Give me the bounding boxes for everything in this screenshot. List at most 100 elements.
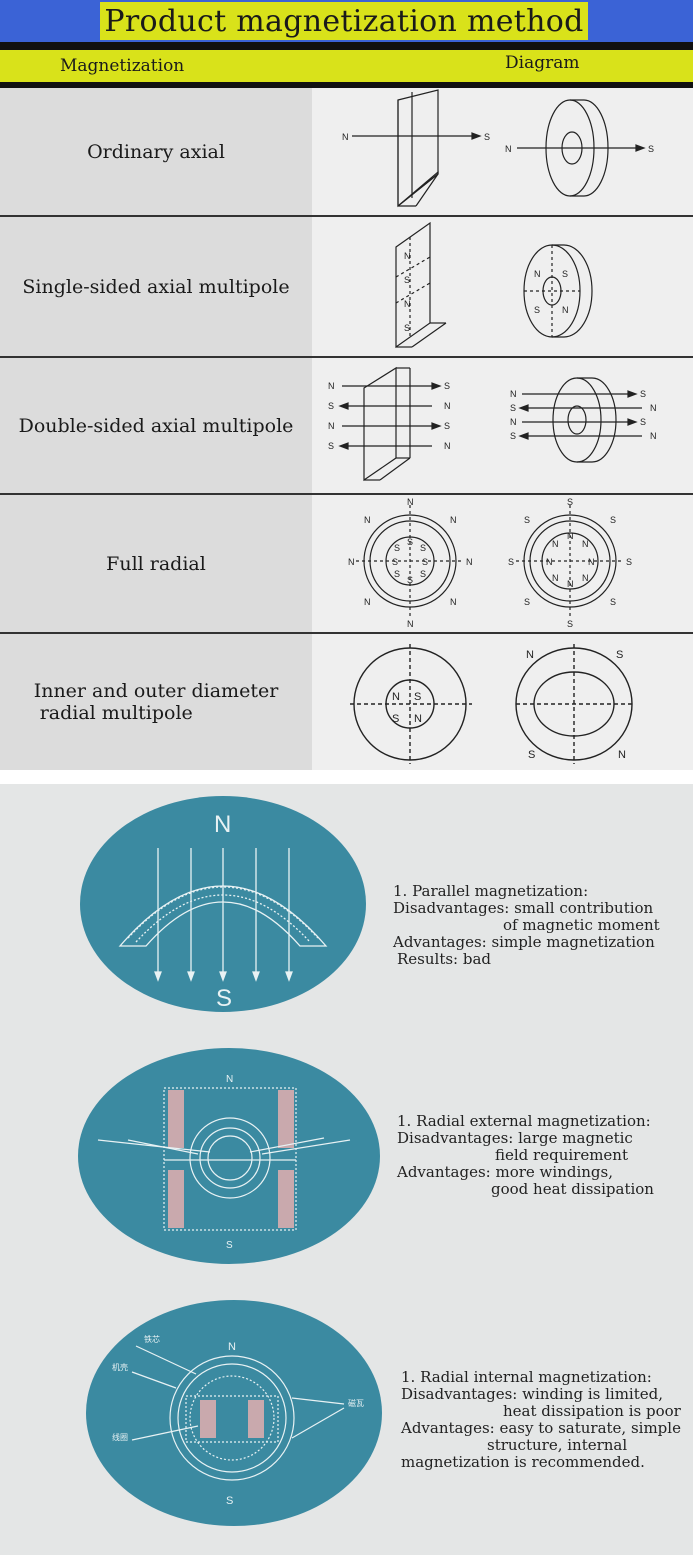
pole-label: N — [407, 619, 414, 629]
section-disadvantages-cont: heat dissipation is poor — [503, 1402, 681, 1420]
table-row: Double-sided axial multipole N S N S S — [0, 358, 693, 494]
radial-external-figure: N S — [78, 1048, 380, 1264]
section-results: Results: bad — [397, 950, 492, 968]
pole-label: S — [444, 381, 450, 391]
pole-label: N — [582, 539, 589, 549]
section-heading: 1. Radial external magnetization: — [397, 1112, 651, 1130]
row-label-cell: Ordinary axial — [0, 88, 312, 216]
pole-label: S — [510, 431, 516, 441]
pole-label: S — [392, 557, 398, 567]
pole-label: S — [626, 557, 632, 567]
pole-label: S — [640, 389, 646, 399]
parallel-magnetization-text: 1. Parallel magnetization: Disadvantages… — [393, 866, 660, 968]
pole-label: N — [650, 403, 657, 413]
radial-internal-figure: N S 铁芯 机壳 磁瓦 线圈 — [86, 1300, 382, 1526]
pole-label: S — [394, 569, 400, 579]
table-row: Inner and outer diameter radial multipol… — [0, 634, 693, 770]
pole-label: N — [342, 132, 349, 142]
section-disadvantages: Disadvantages: large magnetic — [397, 1129, 633, 1147]
diagram-inner-outer-svg: N S S N N S S N — [350, 644, 634, 764]
row-label-cell: Inner and outer diameter radial multipol… — [0, 634, 312, 770]
pole-label: N — [226, 1074, 233, 1085]
pole-label: S — [528, 749, 535, 761]
label-coil: 线圈 — [112, 1432, 128, 1442]
pole-label: S — [328, 441, 334, 451]
pole-label: S — [404, 323, 410, 333]
pole-label: S — [508, 557, 514, 567]
magnetization-table: Ordinary axial N S N — [0, 88, 693, 770]
pole-label: S — [648, 144, 654, 154]
radial-external-svg: N S — [97, 1074, 351, 1251]
diagram-full-radial-svg: N N N N N N N N S S S S S S S S — [348, 497, 632, 629]
pole-label: S — [404, 275, 410, 285]
section-heading: 1. Radial internal magnetization: — [401, 1368, 652, 1386]
parallel-magnetization-figure: N S — [80, 796, 366, 1012]
pole-label: S — [562, 269, 568, 279]
pole-label: S — [567, 497, 573, 507]
pole-label: N — [450, 515, 457, 525]
radial-internal-text: 1. Radial internal magnetization: Disadv… — [401, 1352, 681, 1471]
pole-label: S — [226, 1495, 233, 1507]
pole-label: N — [466, 557, 473, 567]
magnetization-methods-section: N S 1. Parallel magnetization: Disadvant… — [0, 770, 693, 1555]
section-advantages: Advantages: simple magnetization — [393, 933, 655, 951]
pole-label: N — [348, 557, 355, 567]
diagram-ordinary-axial: N S N S — [312, 88, 693, 216]
radial-internal-svg: N S 铁芯 机壳 磁瓦 线圈 — [112, 1334, 364, 1507]
pole-label: S — [524, 597, 530, 607]
row-label: Ordinary axial — [87, 141, 225, 163]
divider — [0, 82, 693, 88]
pole-label: N — [404, 299, 411, 309]
pole-label: N — [650, 431, 657, 441]
pole-label: N — [414, 713, 422, 725]
pole-label: S — [407, 537, 413, 547]
pole-label: S — [407, 575, 413, 585]
diagram-double-sided-axial: N S N S S N S N N S N S S — [312, 358, 693, 494]
page-title: Product magnetization method — [104, 3, 584, 39]
pole-label: N — [546, 557, 553, 567]
label-magnet: 磁瓦 — [348, 1398, 364, 1408]
row-label-cell: Double-sided axial multipole — [0, 358, 312, 494]
pole-label: S — [414, 691, 421, 703]
pole-label: S — [444, 421, 450, 431]
row-label-cell: Single-sided axial multipole — [0, 217, 312, 357]
table-row: Single-sided axial multipole N S N S — [0, 217, 693, 357]
pole-label: N — [392, 691, 400, 703]
pole-label: N — [505, 144, 512, 154]
pole-label: S — [534, 305, 540, 315]
title-box: Product magnetization method — [100, 2, 588, 40]
diagram-ordinary-axial-svg: N S N S — [342, 89, 654, 208]
row-label: Inner and outer diameter radial multipol… — [34, 680, 279, 724]
diagram-single-sided-axial: N S N S N S S N — [312, 217, 693, 357]
pole-label: N — [328, 381, 335, 391]
pole-label: S — [484, 132, 490, 142]
pole-label: N — [552, 539, 559, 549]
pole-label: N — [534, 269, 541, 279]
diagram-inner-outer-radial: N S S N N S S N — [312, 634, 693, 770]
pole-label: N — [228, 1341, 236, 1353]
section-advantages-cont2: magnetization is recommended. — [401, 1453, 645, 1471]
section-disadvantages: Disadvantages: small contribution — [393, 899, 654, 917]
pole-label: S — [394, 543, 400, 553]
row-label-line: radial multipole — [39, 702, 193, 724]
pole-label: S — [610, 597, 616, 607]
section-advantages-cont: structure, internal — [487, 1436, 628, 1454]
row-separator — [0, 632, 693, 634]
diagram-full-radial: N N N N N N N N S S S S S S S S — [312, 495, 693, 633]
pole-label-large: S — [216, 985, 232, 1012]
row-label-line: Inner and outer diameter — [33, 680, 279, 702]
pole-label: N — [526, 649, 534, 661]
pole-label: S — [392, 713, 399, 725]
divider — [0, 42, 693, 50]
pole-label: S — [616, 649, 623, 661]
pole-label-large: N — [214, 811, 231, 838]
pole-label: N — [567, 579, 574, 589]
section-advantages: Advantages: easy to saturate, simple — [401, 1419, 681, 1437]
table-row: Full radial N N N N N N N N S S S — [0, 495, 693, 633]
pole-label: N — [450, 597, 457, 607]
label-iron-core: 铁芯 — [144, 1334, 160, 1344]
column-magnetization: Magnetization — [60, 56, 185, 76]
section-advantages-cont: good heat dissipation — [491, 1180, 654, 1198]
pole-label: N — [364, 597, 371, 607]
spacer — [0, 770, 693, 784]
